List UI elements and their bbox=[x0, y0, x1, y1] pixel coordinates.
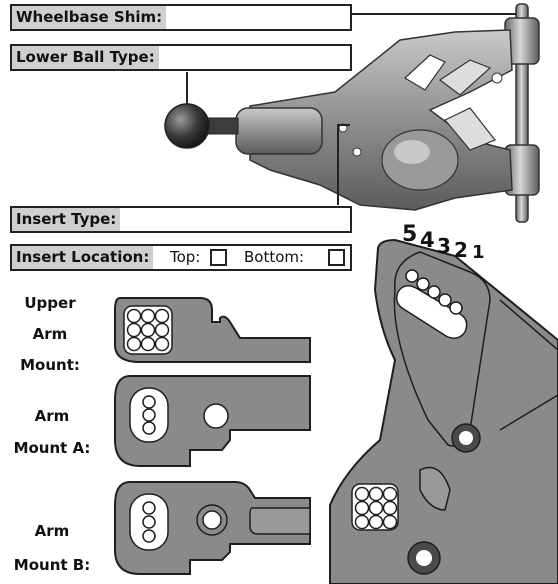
mount-a-hole bbox=[142, 408, 156, 422]
arm-mount-a-label: Arm Mount A: bbox=[8, 400, 96, 464]
arm-mount-b-line-1: Arm bbox=[34, 522, 70, 540]
plate-slot-hole bbox=[416, 277, 430, 291]
upper-mount-hole bbox=[126, 308, 142, 324]
arm-mount-a-part bbox=[114, 375, 311, 467]
plate-slot-hole bbox=[405, 269, 419, 283]
position-number-4: 4 bbox=[420, 228, 435, 252]
plate-grid-hole bbox=[354, 514, 370, 530]
plate-grid-hole bbox=[382, 514, 398, 530]
upper-mount-hole bbox=[126, 336, 142, 352]
insert-type-label: Insert Type: bbox=[12, 208, 121, 231]
arm-hole-3 bbox=[491, 72, 503, 84]
insert-type-value[interactable] bbox=[136, 208, 350, 231]
plate-slot-hole bbox=[449, 301, 463, 315]
lower-arm-illustration bbox=[164, 3, 540, 223]
mount-b-hole bbox=[142, 529, 156, 543]
upper-mount-hole bbox=[140, 308, 156, 324]
plate-grid-hole bbox=[368, 514, 384, 530]
arm-mount-b-label: Arm Mount B: bbox=[8, 514, 96, 582]
wheelbase-shim-label: Wheelbase Shim: bbox=[12, 6, 167, 29]
lower-ball-icon bbox=[164, 103, 210, 149]
insert-location-field: Insert Location: Top: Bottom: bbox=[10, 244, 352, 271]
upper-mount-hole bbox=[126, 322, 142, 338]
ball-insert bbox=[235, 107, 323, 155]
plate-grid-hole bbox=[368, 486, 384, 502]
upper-arm-mount-line-1: Upper bbox=[24, 294, 76, 312]
plate-grid-hole bbox=[382, 500, 398, 516]
arm-cutout-2 bbox=[438, 59, 492, 96]
arm-cutout-3 bbox=[444, 107, 496, 151]
upper-mount-hole bbox=[140, 322, 156, 338]
position-number-3: 3 bbox=[437, 234, 451, 258]
insert-hole-group bbox=[126, 269, 463, 543]
arm-mount-b-part bbox=[114, 481, 311, 575]
chassis-plate-part bbox=[329, 238, 558, 584]
insert-type-field[interactable]: Insert Type: bbox=[10, 206, 352, 233]
insert-location-bottom-checkbox[interactable] bbox=[328, 249, 345, 266]
position-number-2: 2 bbox=[454, 238, 468, 262]
upper-arm-mount-label: Upper Arm Mount: bbox=[12, 288, 88, 381]
insert-location-top-label: Top: bbox=[170, 248, 201, 266]
arm-mount-b-line-2: Mount B: bbox=[13, 556, 91, 574]
lower-ball-type-value[interactable] bbox=[176, 46, 350, 69]
upper-mount-hole bbox=[140, 336, 156, 352]
upper-arm-mount-line-2: Arm bbox=[32, 325, 68, 343]
plate-slot-hole bbox=[427, 285, 441, 299]
mount-a-hole bbox=[142, 421, 156, 435]
lower-ball-type-field[interactable]: Lower Ball Type: bbox=[10, 44, 352, 71]
plate-grid-hole bbox=[354, 500, 370, 516]
insert-location-top-checkbox[interactable] bbox=[210, 249, 227, 266]
plate-grid-hole bbox=[368, 500, 384, 516]
wheelbase-shim-value[interactable] bbox=[174, 6, 350, 29]
plate-slot-hole bbox=[438, 293, 452, 307]
arm-hole-2 bbox=[352, 147, 362, 157]
plate-grid-hole bbox=[354, 486, 370, 502]
upper-mount-hole bbox=[154, 308, 170, 324]
position-number-5: 5 bbox=[402, 222, 418, 247]
insert-location-label: Insert Location: bbox=[12, 246, 154, 269]
insert-location-bottom-label: Bottom: bbox=[244, 248, 305, 266]
arm-mount-a-line-1: Arm bbox=[34, 407, 70, 425]
lower-ball-type-label: Lower Ball Type: bbox=[12, 46, 159, 69]
plate-grid-hole bbox=[382, 486, 398, 502]
mount-a-hole bbox=[142, 395, 156, 409]
arm-mount-a-line-2: Mount A: bbox=[13, 439, 91, 457]
upper-mount-hole bbox=[154, 322, 170, 338]
wheelbase-shim-field[interactable]: Wheelbase Shim: bbox=[10, 4, 352, 31]
arm-cutout-1 bbox=[404, 54, 446, 91]
upper-mount-hole bbox=[154, 336, 170, 352]
position-number-1: 1 bbox=[472, 242, 485, 263]
upper-arm-mount-line-3: Mount: bbox=[20, 356, 80, 374]
leader-insert-type bbox=[337, 124, 350, 205]
mount-b-hole bbox=[142, 515, 156, 529]
mount-b-hole bbox=[142, 501, 156, 515]
